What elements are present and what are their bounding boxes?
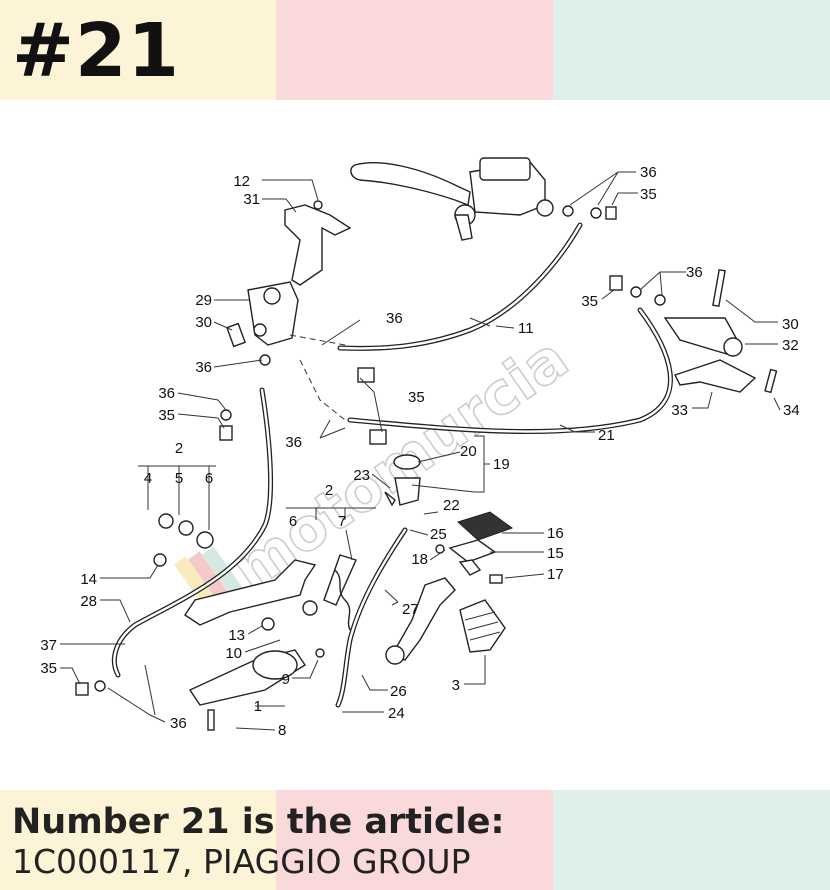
band-segment-mint [553, 0, 830, 100]
callout-2: 2 [175, 440, 183, 457]
band-segment-yellow [0, 790, 276, 890]
brake-pedal-arm [385, 577, 506, 665]
callout-37: 37 [40, 637, 57, 654]
callout-7: 7 [338, 513, 346, 530]
callout-9: 9 [282, 671, 290, 688]
callout-30: 30 [782, 316, 799, 333]
exploded-parts-diagram: motomurcia [40, 157, 800, 739]
callout-12: 12 [233, 173, 250, 190]
callout-6: 6 [205, 470, 213, 487]
callout-10: 10 [225, 645, 242, 662]
rear-brake-caliper [663, 268, 778, 394]
callout-5: 5 [175, 470, 183, 487]
brake-distributor [226, 281, 299, 348]
callout-22: 22 [443, 497, 460, 514]
top-color-band [0, 0, 830, 100]
callout-34: 34 [783, 402, 800, 419]
callout-14: 14 [80, 571, 97, 588]
callout-36: 36 [170, 715, 187, 732]
callout-16: 16 [547, 525, 564, 542]
callout-4: 4 [144, 470, 152, 487]
callout-35: 35 [408, 389, 425, 406]
callout-36: 36 [686, 264, 703, 281]
callout-35: 35 [158, 407, 175, 424]
callout-20: 20 [460, 443, 477, 460]
callout-33: 33 [671, 402, 688, 419]
callout-15: 15 [547, 545, 564, 562]
callout-28: 28 [80, 593, 97, 610]
mounting-bracket [284, 200, 352, 286]
callout-35: 35 [40, 660, 57, 677]
brake-lines [111, 222, 673, 708]
callout-30: 30 [195, 314, 212, 331]
callout-19: 19 [493, 456, 510, 473]
callout-11: 11 [518, 320, 534, 337]
callout-1: 1 [254, 698, 262, 715]
callout-3: 3 [452, 677, 460, 694]
caption-heading: Number 21 is the article: [12, 802, 505, 842]
callout-32: 32 [782, 337, 799, 354]
band-segment-pink [276, 790, 553, 890]
callout-31: 31 [243, 191, 260, 208]
callout-8: 8 [278, 722, 286, 739]
pedal-pad [448, 511, 514, 576]
callout-26: 26 [390, 683, 407, 700]
band-segment-yellow [0, 0, 276, 100]
callout-17: 17 [547, 566, 564, 583]
callout-36: 36 [195, 359, 212, 376]
callout-36: 36 [285, 434, 302, 451]
band-segment-mint [553, 790, 830, 890]
callout-18: 18 [411, 551, 428, 568]
banjo-bolts-and-washers [75, 205, 666, 696]
callout-29: 29 [195, 292, 212, 309]
caption-article: 1C000117, PIAGGIO GROUP [12, 842, 471, 881]
callout-36: 36 [158, 385, 175, 402]
callout-25: 25 [430, 526, 447, 543]
callout-21: 21 [598, 427, 615, 444]
callout-35: 35 [581, 293, 598, 310]
callout-6: 6 [289, 513, 297, 530]
callout-36: 36 [386, 310, 403, 327]
callout-2: 2 [325, 482, 333, 499]
callout-36: 36 [640, 164, 657, 181]
leader-lines [60, 171, 781, 731]
callout-27: 27 [402, 601, 419, 618]
callout-13: 13 [228, 627, 245, 644]
band-segment-pink [276, 0, 553, 100]
callout-35: 35 [640, 186, 657, 203]
brake-lever-master-cylinder [350, 157, 554, 241]
callout-24: 24 [388, 705, 405, 722]
callout-23: 23 [353, 467, 370, 484]
callout-labels: 12 31 29 30 36 36 35 2 4 5 6 14 28 37 35… [40, 164, 799, 739]
part-number-title: #21 [12, 8, 180, 94]
bottom-color-band [0, 790, 830, 890]
